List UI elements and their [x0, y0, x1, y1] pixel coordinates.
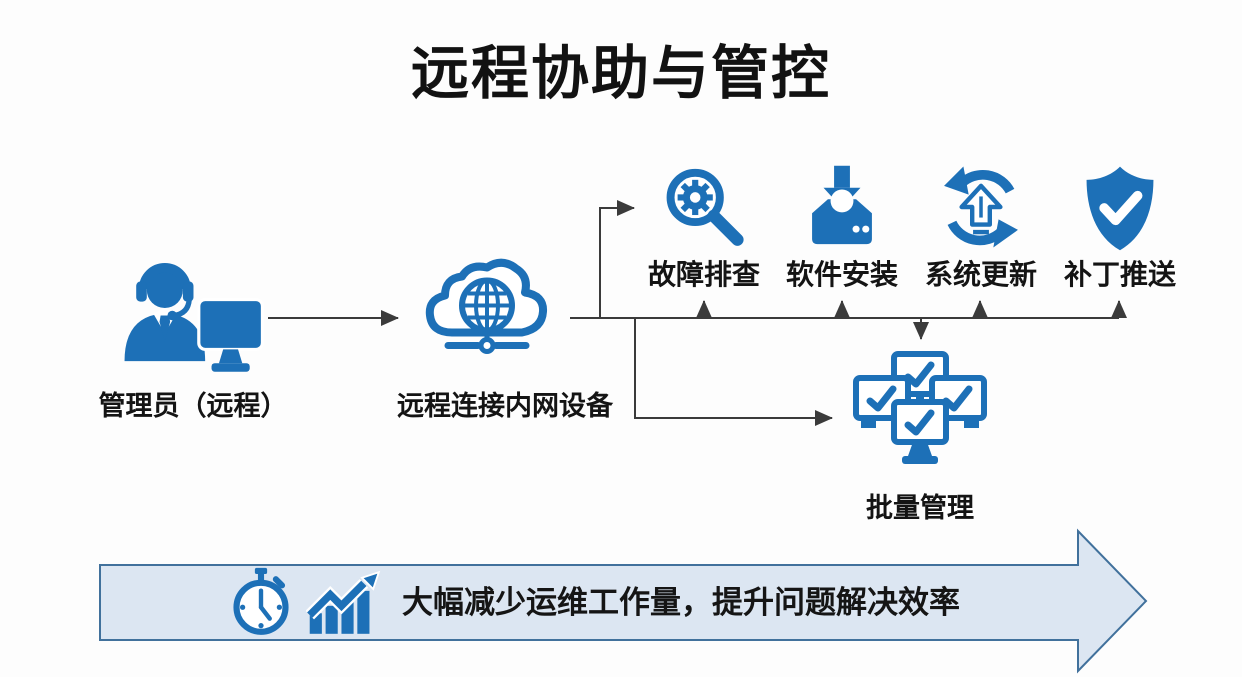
- multi-monitor-check-icon: [853, 351, 987, 464]
- feature-label-system-update: 系统更新: [924, 259, 1037, 290]
- feature-label-troubleshoot: 故障排查: [647, 259, 760, 290]
- feature-label-software-install: 软件安装: [785, 259, 898, 290]
- gear-magnifier-icon: [666, 168, 744, 246]
- stopwatch-icon: [233, 567, 289, 635]
- banner-text: 大幅减少运维工作量，提升问题解决效率: [402, 585, 960, 620]
- page-title: 远程协助与管控: [410, 41, 831, 106]
- sync-update-arrows-icon: [944, 166, 1018, 248]
- banner-arrow-shape: [99, 528, 1148, 674]
- growth-chart-icon: [306, 570, 381, 634]
- arrow-cloud-to-batch: [634, 318, 833, 426]
- admin-label: 管理员（远程）: [98, 391, 288, 421]
- feature-label-patch-push: 补丁推送: [1063, 259, 1176, 290]
- shield-check-icon: [1086, 166, 1154, 251]
- support-agent-monitor-icon: [124, 262, 265, 372]
- arrow-bus-to-troubleshoot-icon: [599, 200, 635, 318]
- batch-label: 批量管理: [866, 493, 974, 523]
- cloud-network-globe-icon: [425, 258, 548, 354]
- download-tray-icon: [812, 165, 872, 245]
- cloud-label: 远程连接内网设备: [397, 391, 613, 421]
